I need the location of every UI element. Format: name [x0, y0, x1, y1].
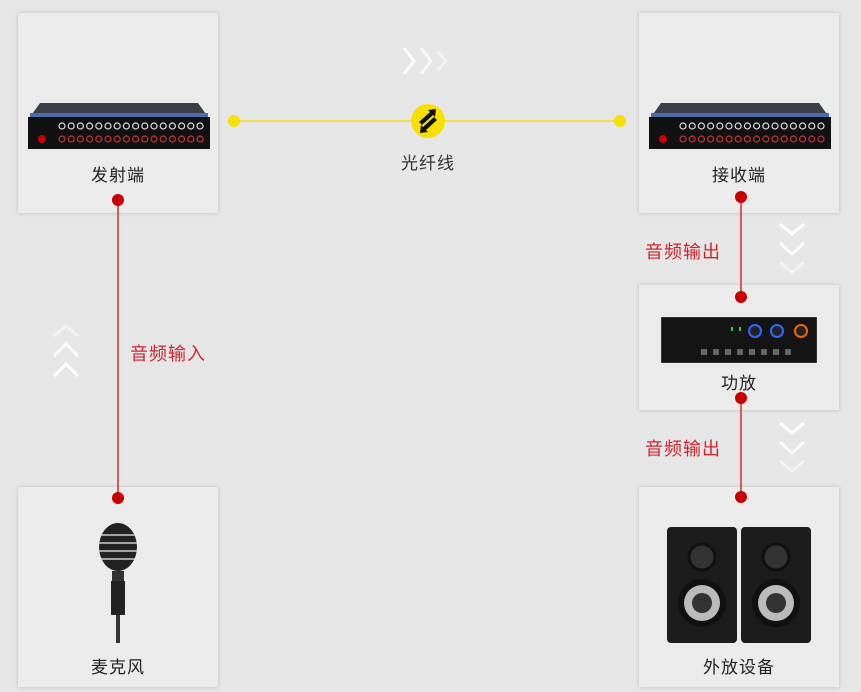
jack-port	[159, 122, 167, 130]
jack-port	[95, 135, 103, 143]
amplifier-device-icon	[661, 317, 817, 363]
jack-port	[150, 122, 158, 130]
jack-port	[85, 135, 94, 143]
jack-port	[58, 122, 66, 130]
speakers-input-dot	[735, 491, 747, 503]
jack-port	[780, 122, 788, 130]
jack-port	[168, 135, 176, 143]
jack-port	[67, 135, 75, 143]
transmitter-card: 发射端	[18, 13, 218, 213]
microphone-label: 麦克风	[91, 658, 145, 678]
jack-port	[58, 135, 66, 143]
microphone-icon	[99, 523, 137, 643]
jack-port	[131, 135, 140, 143]
jack-port	[113, 122, 121, 130]
receiver-label: 接收端	[712, 166, 766, 186]
jack-port	[150, 135, 158, 143]
jack-port	[697, 135, 706, 143]
jack-port	[799, 122, 807, 130]
jack-port	[706, 122, 715, 130]
fiber-endpoint-left	[228, 115, 240, 127]
direction-down-chevrons-2	[778, 421, 806, 473]
jack-port	[122, 135, 131, 143]
jack-port	[799, 135, 807, 143]
speaker-pair-icon	[667, 527, 811, 643]
jack-port	[725, 122, 733, 130]
jack-port	[141, 135, 149, 143]
jack-port	[808, 135, 816, 143]
jack-port	[716, 122, 724, 130]
amplifier-input-dot	[735, 291, 747, 303]
fiber-exchange-icon	[411, 104, 445, 138]
receiver-output-dot	[735, 191, 747, 203]
jack-port	[688, 122, 696, 130]
direction-up-chevrons	[52, 324, 80, 378]
jack-port	[122, 122, 131, 130]
jack-port	[752, 135, 761, 143]
jack-port	[85, 122, 94, 130]
jack-port	[76, 122, 85, 130]
fiber-receiver-device-icon	[649, 103, 831, 149]
jack-port	[196, 122, 204, 130]
jack-port	[131, 122, 140, 130]
jack-port	[104, 135, 112, 143]
jack-port	[743, 122, 752, 130]
jack-port	[95, 122, 103, 130]
speakers-card: 外放设备	[639, 487, 839, 687]
jack-port	[67, 122, 75, 130]
jack-port	[752, 122, 761, 130]
jack-port	[187, 122, 195, 130]
jack-port	[780, 135, 788, 143]
jack-port	[771, 135, 779, 143]
amplifier-card: 功放	[639, 285, 839, 410]
fiber-transmitter-device-icon	[28, 103, 210, 149]
jack-port	[178, 122, 186, 130]
jack-port	[679, 135, 687, 143]
jack-port	[734, 135, 742, 143]
direction-down-chevrons-1	[778, 222, 806, 274]
jack-port	[104, 122, 112, 130]
audio-input-label: 音频输入	[130, 344, 206, 365]
jack-port	[679, 122, 687, 130]
jack-port	[697, 122, 706, 130]
fiber-label: 光纤线	[401, 154, 455, 174]
receiver-card: 接收端	[639, 13, 839, 213]
jack-port	[725, 135, 733, 143]
fiber-endpoint-right	[614, 115, 626, 127]
audio-output-label-1: 音频输出	[645, 242, 721, 263]
audio-input-bottom-dot	[112, 492, 124, 504]
jack-port	[789, 122, 797, 130]
audio-input-top-dot	[112, 194, 124, 206]
jack-port	[743, 135, 752, 143]
jack-port	[734, 122, 742, 130]
jack-port	[141, 122, 149, 130]
direction-right-chevrons	[402, 47, 449, 75]
jack-port	[196, 135, 204, 143]
jack-port	[76, 135, 85, 143]
jack-port	[762, 135, 770, 143]
speakers-label: 外放设备	[703, 658, 775, 678]
microphone-card: 麦克风	[18, 487, 218, 687]
jack-port	[168, 122, 176, 130]
jack-port	[113, 135, 121, 143]
jack-port	[817, 135, 825, 143]
audio-output-label-2: 音频输出	[645, 439, 721, 460]
jack-port	[187, 135, 195, 143]
jack-port	[762, 122, 770, 130]
amplifier-output-dot	[735, 392, 747, 404]
amplifier-label: 功放	[721, 374, 757, 394]
jack-port	[808, 122, 816, 130]
jack-port	[817, 122, 825, 130]
transmitter-label: 发射端	[91, 166, 145, 186]
jack-port	[159, 135, 167, 143]
jack-port	[716, 135, 724, 143]
jack-port	[771, 122, 779, 130]
jack-port	[178, 135, 186, 143]
jack-port	[688, 135, 696, 143]
jack-port	[706, 135, 715, 143]
jack-port	[789, 135, 797, 143]
